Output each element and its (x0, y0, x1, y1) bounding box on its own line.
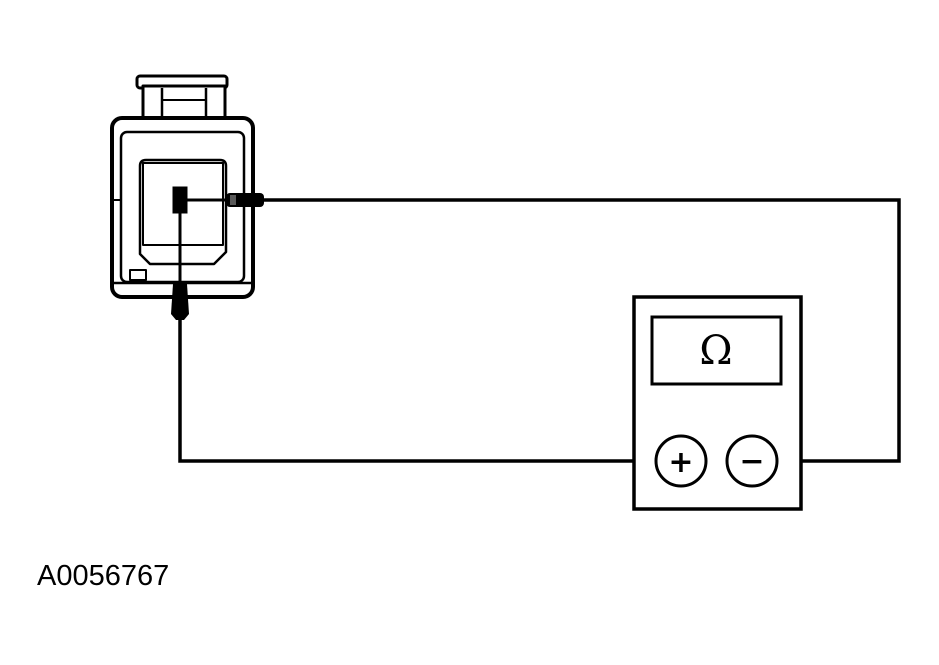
test-leads (178, 198, 901, 463)
figure-id-label: A0056767 (37, 560, 170, 592)
probe-right (226, 193, 264, 207)
negative-terminal-sign: − (739, 444, 764, 479)
ohm-symbol: Ω (699, 328, 732, 374)
negative-terminal (725, 434, 779, 488)
component-internal-circuit (172, 186, 228, 290)
component-center-pocket (138, 158, 228, 266)
positive-terminal-sign: + (668, 445, 693, 480)
lead-negative (264, 198, 901, 463)
probe-bottom (171, 284, 189, 320)
internal-pin (172, 186, 188, 214)
multimeter-display (650, 315, 783, 386)
positive-terminal (654, 434, 708, 488)
multimeter: Ω + − (632, 295, 803, 511)
lead-positive (178, 320, 656, 463)
component-latch (141, 84, 227, 122)
